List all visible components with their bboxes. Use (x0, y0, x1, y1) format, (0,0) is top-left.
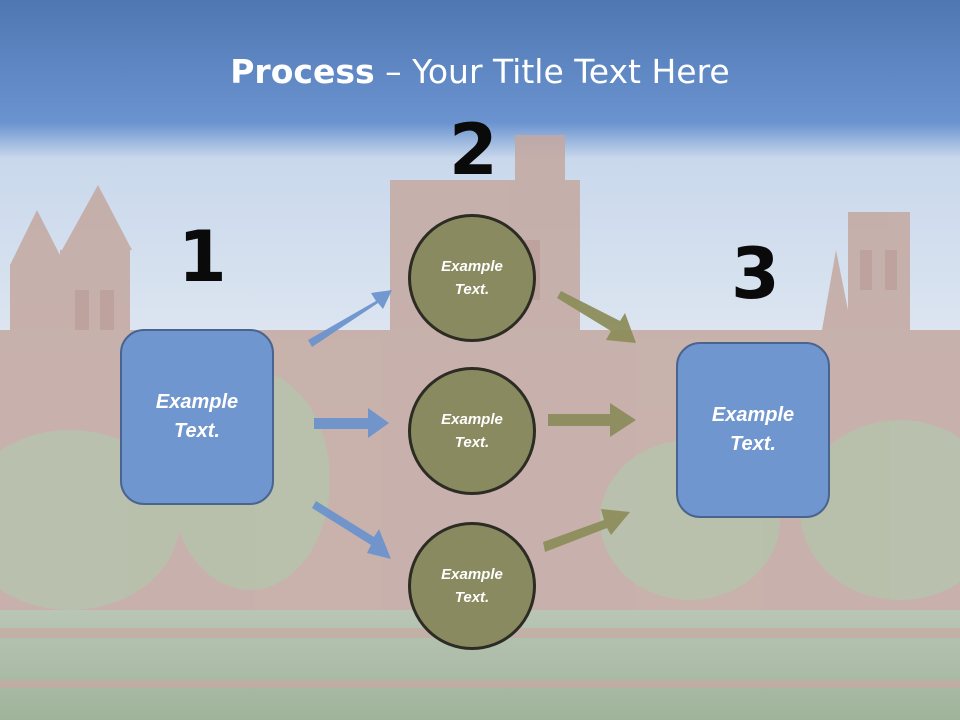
step1-box: Example Text. (120, 329, 274, 505)
step2-circle-top: Example Text. (408, 214, 536, 342)
slide-title: Process – Your Title Text Here (0, 52, 960, 91)
step3-box: Example Text. (676, 342, 830, 518)
step2-circle-bottom: Example Text. (408, 522, 536, 650)
step-number-1: 1 (178, 216, 227, 298)
title-bold: Process (230, 52, 375, 91)
arrow-box1-to-circle3 (312, 501, 391, 559)
title-rest: – Your Title Text Here (374, 52, 730, 91)
arrow-box1-to-circle2 (314, 408, 389, 438)
step-number-3: 3 (731, 233, 780, 315)
arrow-box1-to-circle1 (308, 290, 392, 347)
step-number-2: 2 (449, 109, 498, 191)
arrow-circle2-to-box3 (548, 403, 636, 437)
step2-circle-middle: Example Text. (408, 367, 536, 495)
arrow-circle1-to-box3 (557, 291, 636, 343)
arrow-circle3-to-box3 (543, 509, 630, 552)
